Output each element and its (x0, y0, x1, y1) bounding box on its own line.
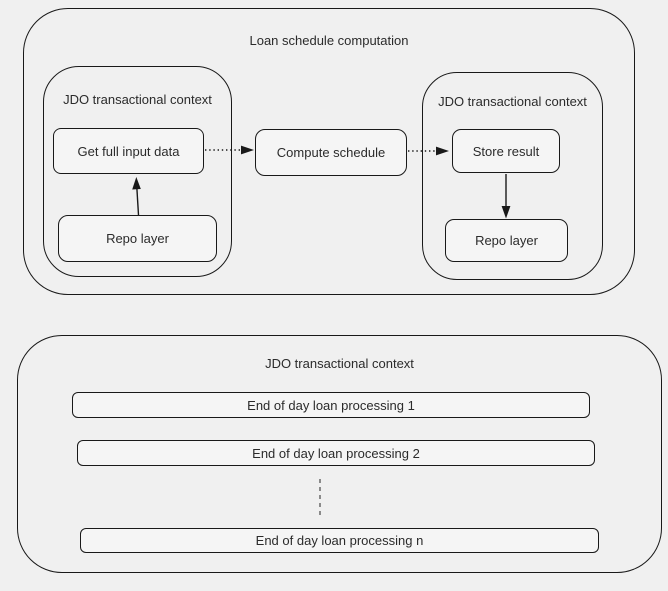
group-label-jdo-context-right: JDO transactional context (438, 94, 587, 109)
node-repo-layer-right: Repo layer (445, 219, 568, 262)
node-label-compute-schedule: Compute schedule (276, 145, 386, 160)
node-label-eod-processing-1: End of day loan processing 1 (247, 397, 415, 413)
node-repo-layer-left: Repo layer (58, 215, 217, 262)
group-jdo-context-left (43, 66, 232, 277)
group-title-loan-schedule-computation: Loan schedule computation (249, 33, 409, 48)
group-label-jdo-context-left: JDO transactional context (63, 92, 212, 107)
group-jdo-context-right (422, 72, 603, 280)
node-store-result: Store result (452, 129, 560, 173)
node-label-repo-layer-left: Repo layer (106, 231, 169, 246)
node-label-repo-layer-right: Repo layer (475, 233, 538, 248)
node-label-eod-processing-n: End of day loan processing n (255, 533, 424, 548)
node-get-full-input-data: Get full input data (53, 128, 204, 174)
group-loan-schedule-computation (23, 8, 635, 295)
node-compute-schedule: Compute schedule (255, 129, 407, 176)
node-label-get-full-input-data: Get full input data (77, 143, 180, 159)
group-jdo-context-bottom (17, 335, 662, 573)
node-label-store-result: Store result (472, 143, 540, 159)
node-label-eod-processing-2: End of day loan processing 2 (252, 445, 420, 461)
node-eod-processing-1: End of day loan processing 1 (72, 392, 590, 418)
group-label-jdo-context-bottom: JDO transactional context (265, 356, 414, 371)
node-eod-processing-2: End of day loan processing 2 (77, 440, 595, 466)
node-eod-processing-n: End of day loan processing n (80, 528, 599, 553)
